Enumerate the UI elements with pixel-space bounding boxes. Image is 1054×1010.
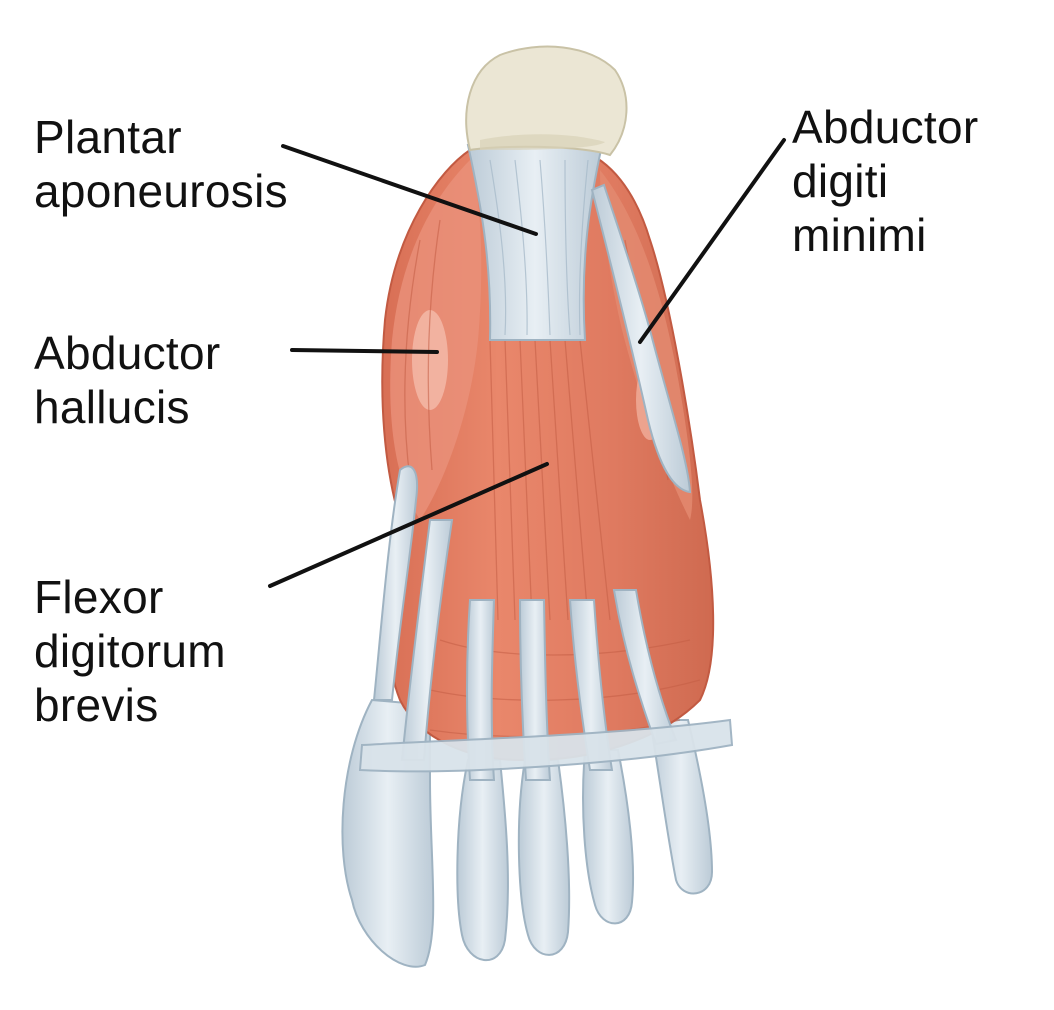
leader-line-plantar-aponeurosis [281, 144, 538, 236]
bone-shading [480, 134, 605, 150]
label-line: Abductor [792, 101, 979, 153]
leader-line-abductor-digiti-minimi [638, 138, 786, 344]
leader-lines [268, 138, 786, 588]
label-abductor-hallucis: Abductor hallucis [34, 326, 221, 434]
label-line: digitorum [34, 625, 226, 677]
label-line: minimi [792, 209, 927, 261]
aponeurosis-fibers [489, 159, 589, 336]
transverse-ligament [358, 718, 734, 773]
label-abductor-digiti-minimi: Abductor digiti minimi [792, 100, 979, 262]
muscle-highlight [412, 310, 448, 410]
label-plantar-aponeurosis: Plantar aponeurosis [34, 110, 288, 218]
label-line: Abductor [34, 327, 221, 379]
label-line: digiti [792, 155, 889, 207]
fifth-toe [648, 719, 714, 895]
label-line: Flexor [34, 571, 164, 623]
muscle-fibers [404, 219, 701, 738]
label-line: Plantar [34, 111, 182, 163]
label-line: aponeurosis [34, 165, 288, 217]
fourth-toe [582, 749, 635, 925]
leader-line-abductor-hallucis [290, 348, 439, 354]
third-toe [517, 759, 571, 956]
label-flexor-digitorum-brevis: Flexor digitorum brevis [34, 570, 226, 732]
second-toe [456, 759, 509, 961]
label-line: hallucis [34, 381, 190, 433]
leader-line-flexor-digitorum-brevis [268, 462, 549, 588]
label-line: brevis [34, 679, 159, 731]
